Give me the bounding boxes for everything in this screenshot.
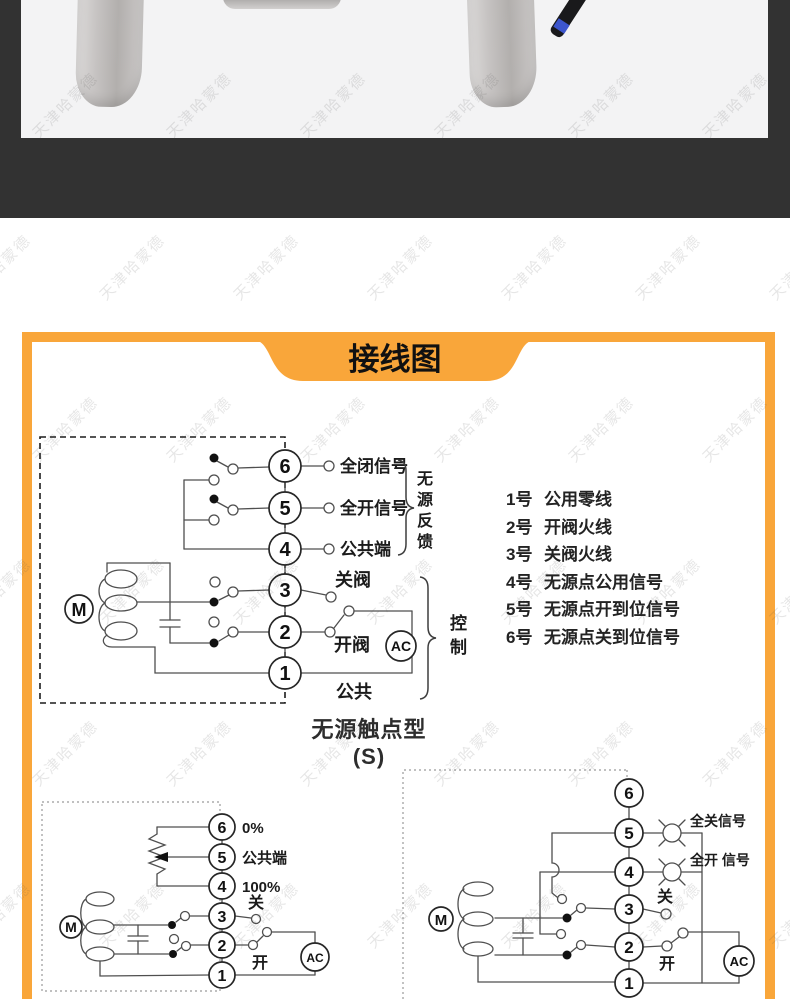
watermark-text: 天津哈蒙德 [632,231,705,304]
watermark-text: 天津哈蒙德 [364,231,437,304]
watermark-text: 天津哈蒙德 [766,231,790,304]
product-right-image [465,0,538,109]
legend-label: 无源点开到位信号 [544,600,680,619]
legend-row: 3号关阀火线 [506,541,680,569]
legend-row: 5号无源点开到位信号 [506,596,680,624]
product-left-image [74,0,146,108]
watermark-text: 天津哈蒙德 [230,231,303,304]
legend-row: 4号无源点公用信号 [506,569,680,597]
control-group-label: 控制 [447,614,466,662]
legend-label: 无源点关到位信号 [544,627,680,647]
legend-label: 开阀火线 [544,517,612,537]
feedback-group-label: 无源反馈 [414,470,431,554]
legend-num: 6号 [506,627,533,647]
legend-row: 2号开阀火线 [506,514,680,542]
legend-num: 1号 [506,490,533,509]
legend-label: 关阀火线 [544,545,612,564]
product-top-fragment [223,0,341,9]
watermark-text: 天津哈蒙德 [498,231,571,304]
wiring-panel [22,332,775,999]
watermark-text: 天津哈蒙德 [96,231,169,304]
legend-num: 5号 [506,600,533,619]
legend-num: 2号 [506,517,533,537]
legend-num: 4号 [506,572,533,592]
watermark-text: 天津哈蒙德 [0,231,35,304]
legend-row: 6号无源点关到位信号 [506,624,680,652]
legend-label: 无源点公用信号 [544,572,663,592]
diagram1-caption: 无源触点型(S) [311,717,427,769]
hero-dark-band [0,0,790,218]
legend-num: 3号 [506,545,533,564]
legend-row: 1号公用零线 [506,486,680,514]
power-cable [548,0,594,39]
legend-label: 公用零线 [544,490,612,509]
product-photo-area [21,0,768,138]
terminal-legend: 1号公用零线 2号开阀火线 3号关阀火线 4号无源点公用信号 5号无源点开到位信… [506,486,680,651]
